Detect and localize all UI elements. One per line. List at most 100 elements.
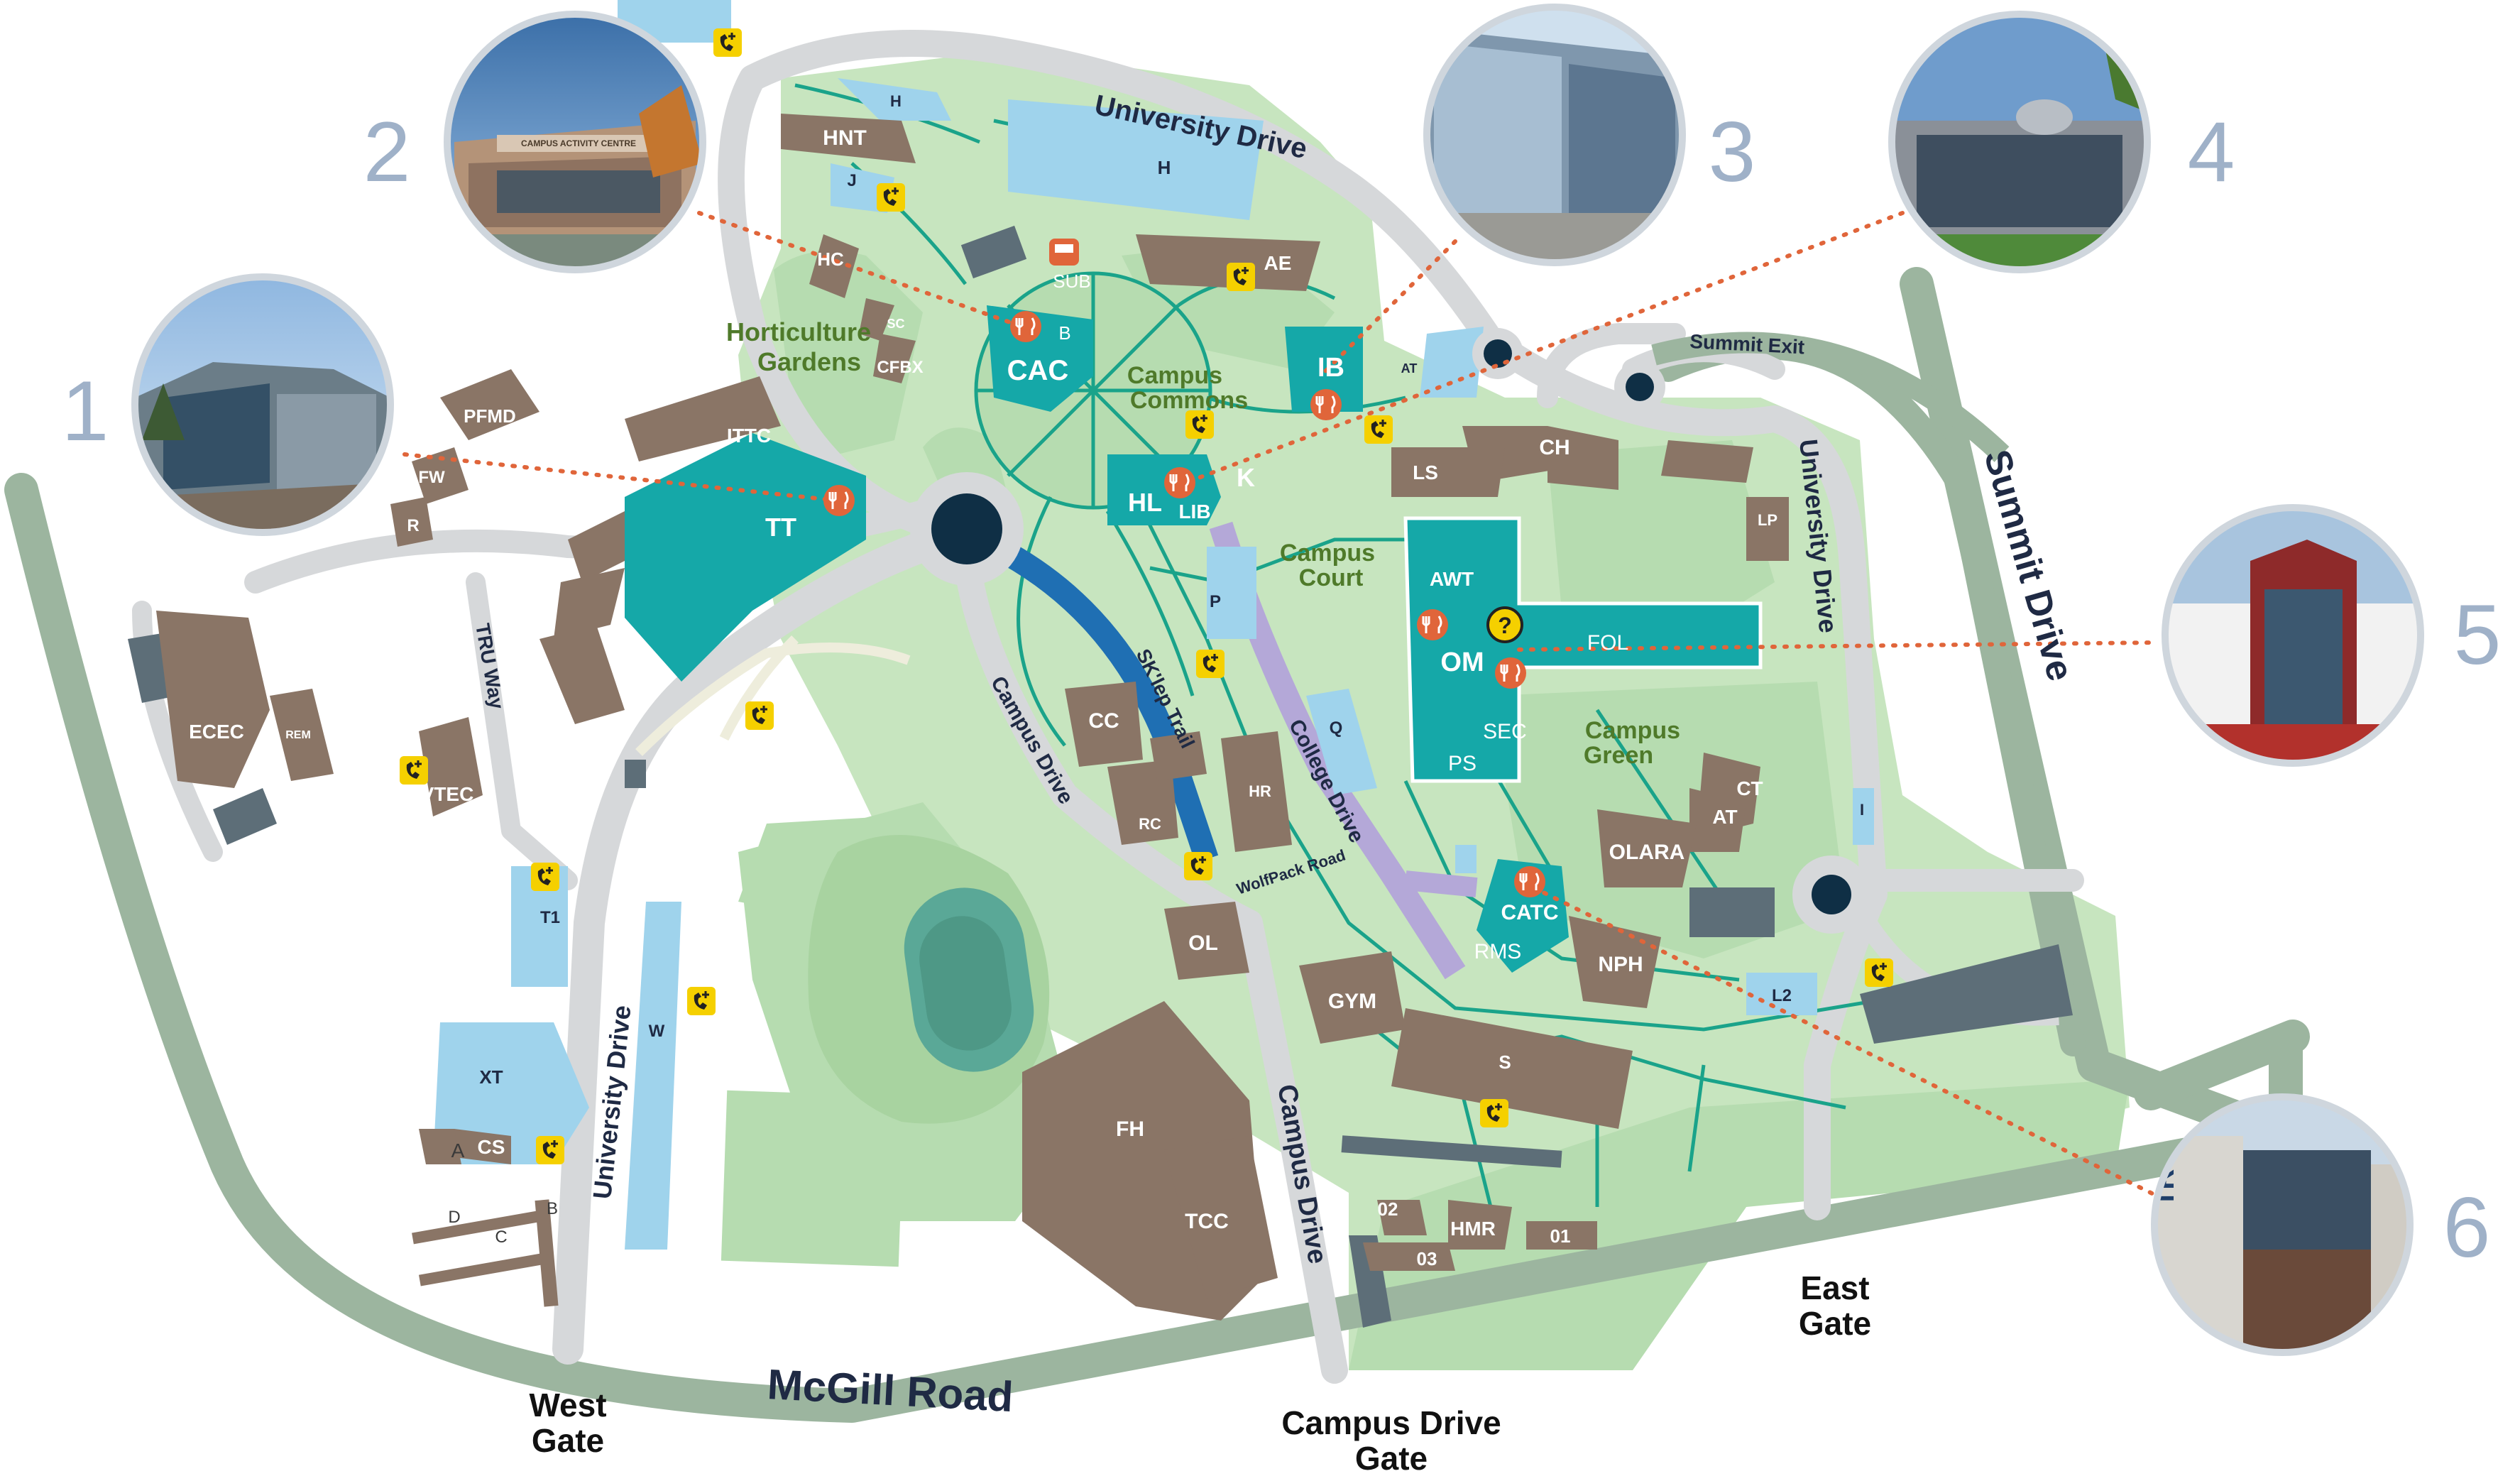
building-k[interactable]: K (1237, 463, 1255, 492)
building-cfbx[interactable]: CFBX (877, 358, 923, 377)
building-rc[interactable]: RC (1139, 815, 1161, 833)
building-b[interactable]: B (1058, 322, 1070, 344)
building-ls[interactable]: LS (1413, 461, 1438, 483)
building-q[interactable]: Q (1330, 718, 1343, 738)
photo-marker-5[interactable] (2162, 504, 2424, 767)
building-hl[interactable]: HL (1128, 488, 1162, 517)
building-at-small[interactable]: AT (1401, 361, 1418, 376)
building-ch[interactable]: CH (1539, 436, 1569, 459)
building-hr[interactable]: HR (1249, 782, 1271, 800)
building-c[interactable]: C (495, 1228, 507, 1247)
accessible-phone-icon[interactable] (1479, 1098, 1510, 1129)
building-om[interactable]: OM (1440, 647, 1484, 677)
photo-number-2: 2 (363, 104, 411, 200)
photo-2-sign: CAMPUS ACTIVITY CENTRE (521, 138, 636, 148)
accessible-phone-icon[interactable] (1363, 414, 1394, 445)
building-sc[interactable]: SC (887, 317, 904, 331)
building-t1[interactable]: T1 (540, 908, 560, 927)
building-j[interactable]: J (847, 171, 856, 190)
building-hc[interactable]: HC (817, 248, 844, 270)
building-fw[interactable]: FW (418, 468, 445, 487)
building-ecec[interactable]: ECEC (189, 721, 244, 743)
building-tcc[interactable]: TCC (1185, 1210, 1229, 1233)
horticulture-line-1: Horticulture (726, 317, 871, 346)
accessible-phone-icon[interactable] (1184, 409, 1215, 440)
building-catc[interactable]: CATC (1501, 901, 1558, 924)
building-h-top[interactable]: H (890, 92, 902, 110)
building-r[interactable]: R (407, 516, 419, 535)
building-cs[interactable]: CS (478, 1136, 505, 1158)
building-nph[interactable]: NPH (1598, 953, 1643, 976)
photo-number-5: 5 (2454, 587, 2502, 682)
road-label-tru-way: TRU Way (471, 622, 508, 711)
building-b-small[interactable]: B (547, 1199, 558, 1218)
building-d[interactable]: D (448, 1208, 460, 1227)
building-at[interactable]: AT (1712, 806, 1737, 828)
accessible-phone-icon[interactable] (686, 985, 717, 1017)
brown-buildings (156, 114, 1789, 1321)
building-vtec[interactable]: VTEC (421, 783, 474, 805)
building-lp[interactable]: LP (1758, 511, 1777, 529)
building-ps[interactable]: PS (1448, 752, 1477, 775)
building-w[interactable]: W (649, 1022, 665, 1041)
building-sub[interactable]: SUB (1053, 270, 1090, 292)
building-fh[interactable]: FH (1116, 1117, 1144, 1141)
building-gym[interactable]: GYM (1328, 990, 1376, 1013)
building-lib[interactable]: LIB (1178, 501, 1210, 523)
building-awt[interactable]: AWT (1430, 568, 1474, 590)
accessible-phone-icon[interactable] (398, 755, 429, 786)
building-rms[interactable]: RMS (1474, 940, 1522, 963)
teal-buildings (625, 305, 1760, 973)
building-a[interactable]: A (451, 1140, 465, 1162)
bus-icon[interactable] (1049, 239, 1079, 266)
building-ae[interactable]: AE (1264, 252, 1292, 274)
food-service-icon[interactable] (1494, 656, 1528, 690)
building-01[interactable]: 01 (1550, 1225, 1571, 1247)
building-rem[interactable]: REM (285, 729, 311, 741)
building-ittc[interactable]: ITTC (727, 425, 771, 447)
building-ib[interactable]: IB (1317, 353, 1344, 383)
accessible-phone-icon[interactable] (530, 861, 561, 892)
building-02[interactable]: 02 (1378, 1198, 1398, 1220)
accessible-phone-icon[interactable] (744, 700, 775, 731)
building-tt[interactable]: TT (765, 513, 796, 542)
building-sec[interactable]: SEC (1483, 720, 1527, 743)
building-h[interactable]: H (1158, 157, 1171, 178)
building-ol[interactable]: OL (1188, 931, 1218, 955)
building-hnt[interactable]: HNT (823, 126, 867, 150)
athletic-track (808, 835, 1050, 1124)
food-service-icon[interactable] (822, 483, 856, 518)
food-service-icon[interactable] (1163, 466, 1197, 500)
building-s[interactable]: S (1499, 1051, 1511, 1073)
building-l2[interactable]: L2 (1772, 986, 1792, 1005)
brown-building-labels: HNT HC AE SC CFBX ITTC PFMD FW R ECEC RE… (189, 126, 1777, 1269)
food-service-icon[interactable] (1009, 310, 1043, 344)
accessible-phone-icon[interactable] (1183, 851, 1214, 882)
building-cc[interactable]: CC (1088, 709, 1119, 733)
building-03[interactable]: 03 (1417, 1248, 1437, 1269)
info-icon[interactable]: ? (1486, 606, 1523, 643)
accessible-phone-icon[interactable] (712, 27, 743, 58)
accessible-phone-icon[interactable] (875, 182, 906, 213)
food-service-icon[interactable] (1309, 388, 1343, 422)
building-p[interactable]: P (1210, 592, 1221, 611)
building-xt[interactable]: XT (479, 1066, 503, 1088)
building-ct[interactable]: CT (1736, 777, 1763, 799)
photo-marker-6[interactable]: TRU (2149, 1093, 2414, 1356)
accessible-phone-icon[interactable] (1863, 957, 1895, 988)
photo-marker-3[interactable] (1423, 4, 1686, 266)
food-service-icon[interactable] (1415, 608, 1450, 642)
photo-marker-4[interactable] (1888, 11, 2152, 273)
photo-marker-2[interactable]: CAMPUS ACTIVITY CENTRE (444, 11, 706, 273)
building-i[interactable]: I (1860, 801, 1864, 819)
photo-marker-1[interactable] (131, 273, 394, 536)
food-service-icon[interactable] (1513, 865, 1547, 899)
building-cac[interactable]: CAC (1007, 355, 1069, 386)
accessible-phone-icon[interactable] (535, 1135, 566, 1166)
building-hmr[interactable]: HMR (1450, 1218, 1496, 1240)
building-fol[interactable]: FOL (1587, 631, 1628, 655)
accessible-phone-icon[interactable] (1225, 261, 1256, 293)
building-olara[interactable]: OLARA (1609, 841, 1685, 864)
accessible-phone-icon[interactable] (1195, 648, 1226, 679)
building-pfmd[interactable]: PFMD (464, 405, 516, 427)
